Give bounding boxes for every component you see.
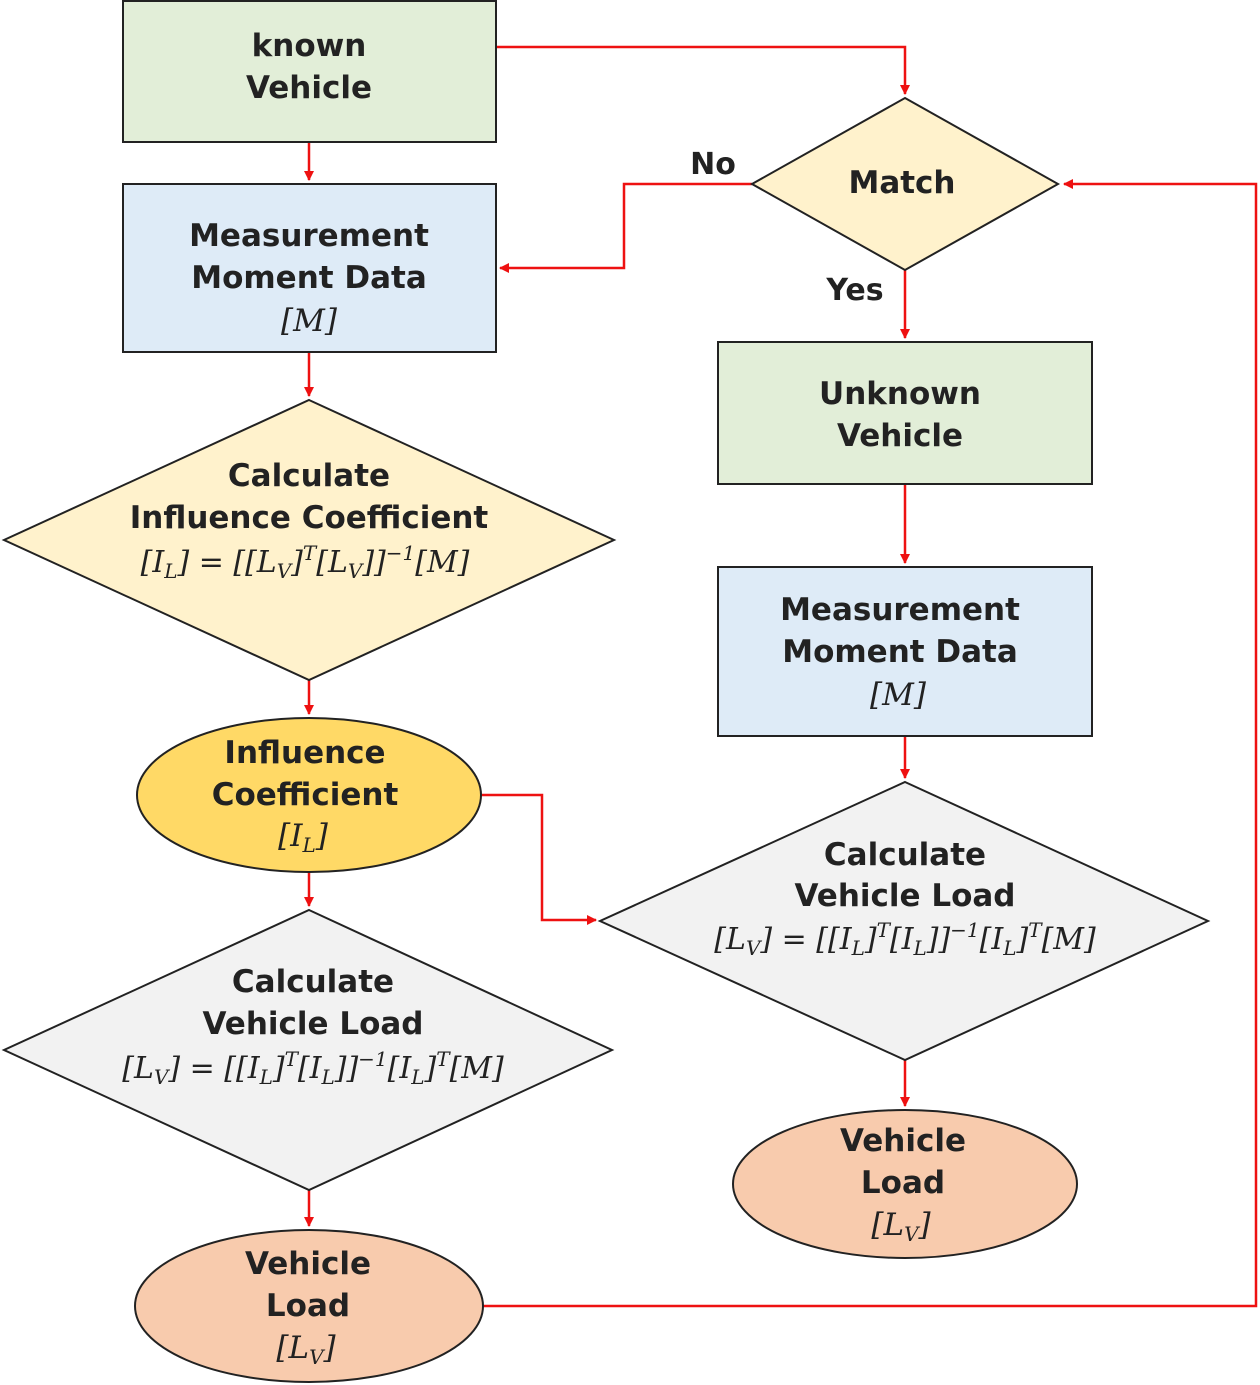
measurement-moment-data-left: Measurement Moment Data [M] (122, 183, 497, 353)
measure-right-line2: Moment Data (782, 634, 1018, 670)
connectors (304, 45, 1258, 1308)
measure-right-formula: [M] (870, 677, 927, 713)
influence-coef-line1: Influence (224, 735, 385, 771)
arrow-vehicle-load-to-match-loop (483, 179, 1258, 1308)
known-vehicle-line1: known (252, 28, 367, 64)
influence-coefficient-ellipse: Influence Coefficient [IL] (136, 717, 482, 873)
match-diamond: Match (749, 96, 1061, 272)
unknown-vehicle-line1: Unknown (819, 376, 981, 412)
vehicle-load-left-ellipse: Vehicle Load [LV] (134, 1229, 484, 1383)
calc-load-left-line1: Calculate (232, 964, 394, 1000)
calc-load-right-line2: Vehicle Load (795, 878, 1016, 914)
vehicle-load-left-line1: Vehicle (245, 1246, 371, 1282)
vehicle-load-left-line2: Load (266, 1288, 350, 1324)
measure-right-line1: Measurement (780, 592, 1020, 628)
measurement-moment-data-right: Measurement Moment Data [M] (717, 566, 1093, 737)
known-vehicle-box: known Vehicle (122, 0, 497, 143)
no-label: No (690, 147, 736, 182)
vehicle-load-right-line1: Vehicle (840, 1123, 966, 1159)
known-vehicle-line2: Vehicle (246, 70, 372, 106)
arrow-known-to-match (496, 45, 910, 95)
measure-left-line1: Measurement (189, 218, 429, 254)
match-label: Match (848, 165, 955, 201)
unknown-vehicle-line2: Vehicle (837, 418, 963, 454)
measure-left-line2: Moment Data (191, 260, 427, 296)
vehicle-load-right-formula: [LV] (871, 1207, 931, 1246)
arrow-match-no-to-measure (499, 182, 752, 273)
calc-influence-formula: [IL] = [[LV]T[LV]]−1[M] (141, 541, 470, 583)
calculate-vehicle-load-left-diamond: Calculate Vehicle Load [LV] = [[IL]T[IL]… (1, 908, 615, 1192)
influence-coef-line2: Coefficient (212, 777, 399, 813)
calculate-vehicle-load-right-diamond: Calculate Vehicle Load [LV] = [[IL]T[IL]… (597, 780, 1211, 1062)
calc-load-right-line1: Calculate (824, 837, 986, 873)
vehicle-load-right-line2: Load (861, 1165, 945, 1201)
vehicle-load-left-formula: [LV] (276, 1330, 336, 1369)
yes-label: Yes (825, 273, 883, 308)
arrow-coefficient-to-calc-load-right (481, 793, 597, 925)
measure-left-formula: [M] (281, 303, 338, 339)
calc-influence-line2: Influence Coefficient (130, 500, 489, 536)
unknown-vehicle-box: Unknown Vehicle (717, 341, 1093, 485)
calc-influence-line1: Calculate (228, 458, 390, 494)
vehicle-load-right-ellipse: Vehicle Load [LV] (732, 1109, 1078, 1259)
calculate-influence-coefficient-diamond: Calculate Influence Coefficient [IL] = [… (1, 398, 617, 682)
calc-load-left-line2: Vehicle Load (203, 1006, 424, 1042)
